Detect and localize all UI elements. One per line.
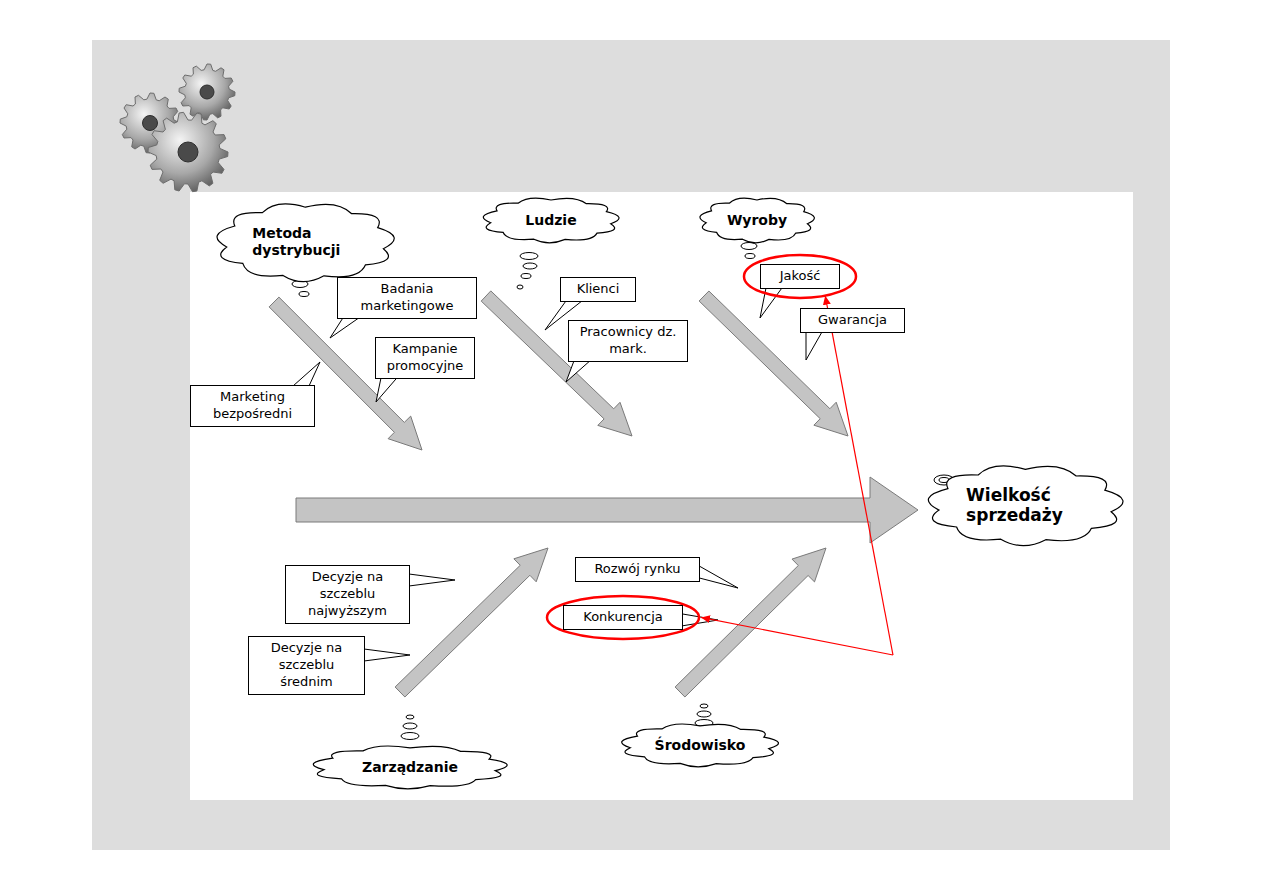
category-cloud: Środowisko	[619, 723, 781, 767]
cloud-shape	[217, 204, 394, 282]
callout-box: Jakość	[760, 264, 840, 289]
callout-tail	[566, 361, 590, 382]
category-cloud: Ludzie	[481, 197, 621, 243]
red-pointer	[825, 296, 893, 655]
cloud-shape	[622, 724, 779, 767]
callout-box: Klienci	[560, 277, 636, 302]
callout-tail	[376, 378, 397, 402]
gear-hole	[200, 85, 214, 99]
category-cloud: Metoda dystrybucji	[214, 202, 397, 282]
callout-tails	[293, 288, 822, 661]
callout-box: Konkurencja	[563, 605, 683, 630]
gear	[179, 64, 235, 120]
cause-label: Konkurencja	[570, 609, 676, 626]
callout-box: Marketing bezpośredni	[190, 385, 315, 427]
cloud-shape	[928, 466, 1123, 546]
category-label: Wielkość sprzedaży	[966, 485, 1084, 526]
cause-label: Gwarancja	[807, 312, 898, 329]
gear-hole	[143, 116, 158, 131]
cause-label: Badania marketingowe	[344, 281, 470, 315]
cause-label: Kampanie promocyjne	[382, 341, 468, 375]
highlight-ellipse	[744, 255, 856, 298]
category-label: Zarządzanie	[362, 759, 458, 776]
cloud-shape	[313, 746, 507, 789]
category-label: Środowisko	[655, 737, 746, 754]
block-arrow	[296, 477, 918, 543]
category-cloud: Zarządzanie	[310, 745, 510, 789]
category-label: Ludzie	[525, 212, 576, 229]
cloud-shape	[483, 198, 619, 243]
category-label: Wyroby	[727, 212, 787, 229]
callout-box: Decyzje na szczeblu najwyższym	[285, 565, 410, 624]
callout-box: Badania marketingowe	[337, 277, 477, 319]
gear	[148, 112, 228, 191]
callout-tail	[293, 362, 320, 386]
thought-bubbles	[292, 243, 954, 740]
category-label: Metoda dystrybucji	[252, 225, 357, 259]
category-cloud: Wyroby	[698, 197, 816, 243]
callout-box: Kampanie promocyjne	[375, 337, 475, 379]
cause-label: Jakość	[767, 268, 833, 285]
cause-label: Marketing bezpośredni	[197, 389, 308, 423]
red-pointer	[701, 617, 893, 655]
callout-tail	[364, 649, 410, 661]
callout-tail	[409, 574, 455, 586]
fishbone-arrows	[269, 291, 918, 697]
callout-tail	[806, 332, 822, 360]
block-arrow	[481, 291, 632, 436]
gears-icon	[120, 64, 235, 192]
gear-hole	[178, 142, 198, 162]
highlight-ellipse	[547, 596, 699, 639]
category-cloud: Wielkość sprzedaży	[925, 464, 1126, 546]
cause-label: Decyzje na szczeblu najwyższym	[292, 569, 403, 620]
cause-label: Rozwój rynku	[582, 561, 693, 578]
callout-box: Decyzje na szczeblu średnim	[248, 636, 365, 695]
cause-label: Klienci	[567, 281, 629, 298]
block-arrow	[395, 548, 548, 697]
callout-box: Rozwój rynku	[575, 557, 700, 582]
cloud-shape	[700, 198, 814, 243]
cause-label: Pracownicy dz. mark.	[575, 324, 681, 358]
callout-box: Gwarancja	[800, 308, 905, 333]
cause-label: Decyzje na szczeblu średnim	[255, 640, 358, 691]
callout-box: Pracownicy dz. mark.	[568, 320, 688, 362]
callout-tail	[330, 318, 359, 338]
callout-tail	[699, 566, 738, 588]
